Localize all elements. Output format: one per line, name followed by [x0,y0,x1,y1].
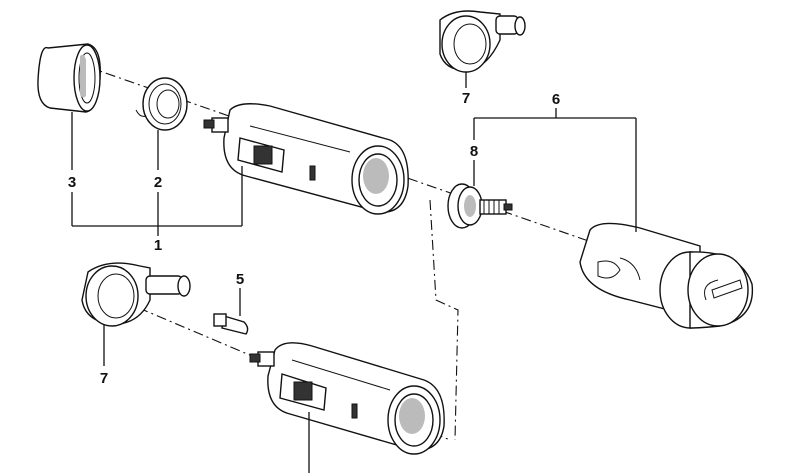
spring-clip-part [135,77,188,131]
lighter-element-part [579,222,754,329]
callout-2: 2 [154,174,162,191]
callout-6: 6 [552,91,560,108]
lower-socket-body [249,342,445,455]
callout-5: 5 [236,271,244,288]
callout-leader-lines [71,72,637,473]
lamp-cap-top-part [439,10,526,73]
small-bulb-part [213,313,249,335]
callout-labels: 3 2 1 7 6 8 5 7 [68,90,560,387]
ring-sleeve-part [37,43,101,113]
callout-8: 8 [470,143,478,160]
callout-1: 1 [154,237,162,254]
callout-3: 3 [68,174,76,191]
bulb-holder-part [447,183,513,229]
callout-7-top: 7 [462,90,470,107]
callout-7-lower: 7 [100,370,108,387]
lamp-cap-lower-part [81,262,191,327]
upper-socket-body [203,103,409,215]
